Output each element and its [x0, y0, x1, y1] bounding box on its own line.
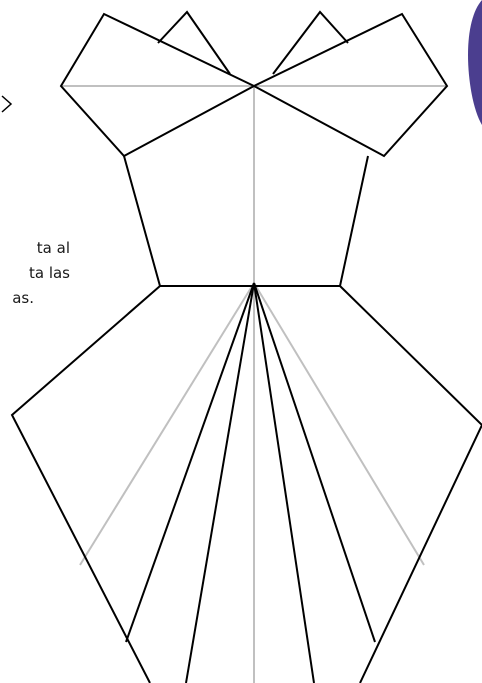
guide-line-right-skirt — [254, 283, 424, 565]
right-wing-peak — [273, 12, 348, 74]
pleat-right-inner — [254, 283, 314, 683]
left-wing-peak — [158, 12, 230, 74]
guide-line-left-skirt — [80, 283, 254, 565]
pleat-left-outer — [126, 283, 254, 642]
skirt-right-outline — [340, 286, 482, 683]
skirt-left-outline — [12, 286, 160, 683]
bodice-outline — [124, 156, 368, 286]
pleat-right-outer — [254, 283, 375, 642]
pleat-left-inner — [186, 283, 254, 683]
outline-edges — [12, 12, 482, 683]
guide-lines — [61, 86, 447, 683]
